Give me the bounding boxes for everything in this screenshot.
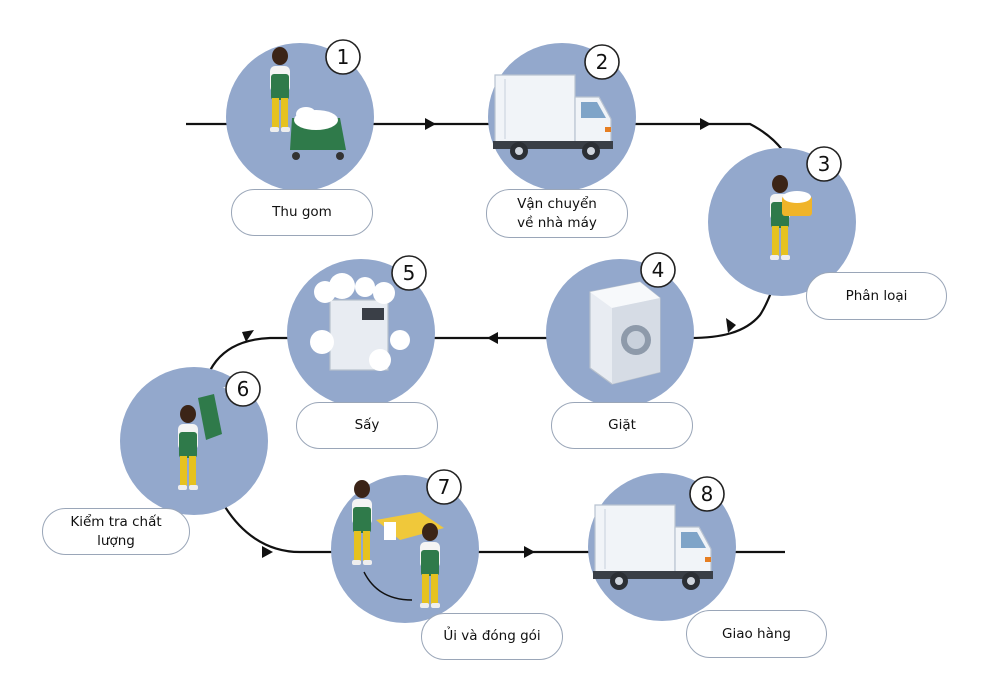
step-label-1-line-1: Thu gom <box>272 204 332 221</box>
step-4: 4 <box>546 252 694 407</box>
arrow-head-3 <box>726 318 736 333</box>
worker-with-basket-icon <box>770 175 812 260</box>
step-number-3: 3 <box>818 152 831 176</box>
step-1: 1 <box>226 39 374 191</box>
step-label-2: Vận chuyển về nhà máy <box>486 189 628 238</box>
step-label-6-line-1: Kiểm tra chất lượng <box>70 514 162 549</box>
step-label-7: Ủi và đóng gói <box>421 613 563 660</box>
step-6: ✦ 6 <box>120 367 268 515</box>
step-number-2: 2 <box>596 50 609 74</box>
step-number-1: 1 <box>337 45 350 69</box>
arrow-head-6 <box>262 546 273 558</box>
step-label-5: Sấy <box>296 402 438 449</box>
arrow-head-1 <box>425 118 436 130</box>
arrow-head-7 <box>524 546 535 558</box>
step-number-6: 6 <box>237 377 250 401</box>
step-label-3: Phân loại <box>806 272 947 320</box>
step-3: 3 <box>708 146 856 296</box>
arrow-head-2 <box>700 118 711 130</box>
step-number-7: 7 <box>438 475 451 499</box>
arrow-head-4 <box>487 332 498 344</box>
step-label-8-line-1: Giao hàng <box>722 625 791 642</box>
arrow-head-5 <box>242 330 254 342</box>
ironing-and-packing-icon <box>352 480 444 608</box>
step-number-5: 5 <box>403 261 416 285</box>
washing-machine-icon <box>589 281 661 385</box>
step-label-2-line-1: Vận chuyển <box>517 196 597 213</box>
step-number-4: 4 <box>652 258 665 282</box>
step-number-8: 8 <box>701 482 714 506</box>
step-label-3-line-1: Phân loại <box>845 287 908 304</box>
steam-dryer-icon <box>310 273 410 371</box>
step-label-6: Kiểm tra chất lượng <box>42 508 190 555</box>
step-7: 7 <box>331 469 479 623</box>
step-label-8: Giao hàng <box>686 610 827 658</box>
step-label-1: Thu gom <box>231 189 373 236</box>
step-label-7-line-1: Ủi và đóng gói <box>443 628 541 645</box>
step-label-2-line-2: về nhà máy <box>517 214 597 231</box>
laundry-cart-worker-icon <box>270 47 346 160</box>
step-5: 5 <box>287 255 435 407</box>
step-label-4: Giặt <box>551 402 693 449</box>
step-label-5-line-1: Sấy <box>354 417 380 434</box>
step-label-4-line-1: Giặt <box>608 417 636 434</box>
step-8: 8 <box>588 473 736 621</box>
step-2: 2 <box>488 43 636 191</box>
